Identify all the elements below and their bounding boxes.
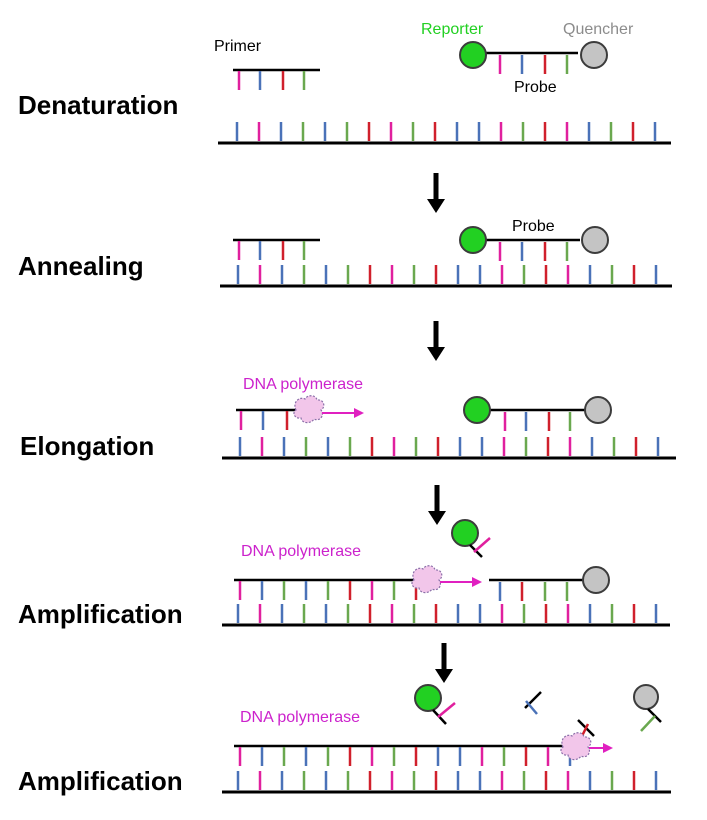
cleaved-fragment-stem (524, 691, 542, 709)
stage-label-denaturation: Denaturation (18, 90, 178, 120)
extension-arrow-head (603, 743, 613, 753)
dna-polymerase-label-2: DNA polymerase (241, 543, 361, 560)
quencher-dye-icon (633, 684, 659, 710)
down-arrow-icon (427, 173, 445, 213)
extension-arrow-head (354, 408, 364, 418)
reporter-dye-icon (459, 41, 487, 69)
stage-label-amplification-2: Amplification (18, 766, 183, 796)
reporter-label: Reporter (421, 21, 484, 38)
cleaved-fragment-base (473, 537, 491, 553)
primer-label: Primer (214, 38, 262, 55)
extension-arrow-head (472, 577, 482, 587)
reporter-dye-icon (459, 226, 487, 254)
stage-label-annealing: Annealing (18, 251, 144, 281)
reporter-dye-icon (451, 519, 479, 547)
probe-label-1: Probe (514, 79, 557, 96)
polymerase-blob-icon (411, 565, 443, 594)
dna-polymerase-label-1: DNA polymerase (243, 376, 363, 393)
down-arrow-icon (427, 321, 445, 361)
quencher-dye-icon (580, 41, 608, 69)
quencher-dye-icon (582, 566, 610, 594)
polymerase-blob-icon (560, 732, 592, 761)
polymerase-blob-icon (293, 395, 325, 424)
stage-label-elongation: Elongation (20, 431, 154, 461)
quencher-dye-icon (581, 226, 609, 254)
quencher-dye-icon (584, 396, 612, 424)
draw-layer (218, 41, 676, 794)
stage-label-amplification-1: Amplification (18, 599, 183, 629)
quencher-label: Quencher (563, 21, 634, 38)
cleaved-fragment-base (640, 715, 656, 732)
cleaved-fragment-stem (647, 708, 662, 723)
cleaved-fragment-base (525, 700, 538, 715)
dna-polymerase-label-3: DNA polymerase (240, 709, 360, 726)
reporter-dye-icon (414, 684, 442, 712)
down-arrow-icon (435, 643, 453, 683)
down-arrow-icon (428, 485, 446, 525)
reporter-dye-icon (463, 396, 491, 424)
probe-label-2: Probe (512, 218, 555, 235)
cleaved-fragment-base (437, 702, 456, 718)
